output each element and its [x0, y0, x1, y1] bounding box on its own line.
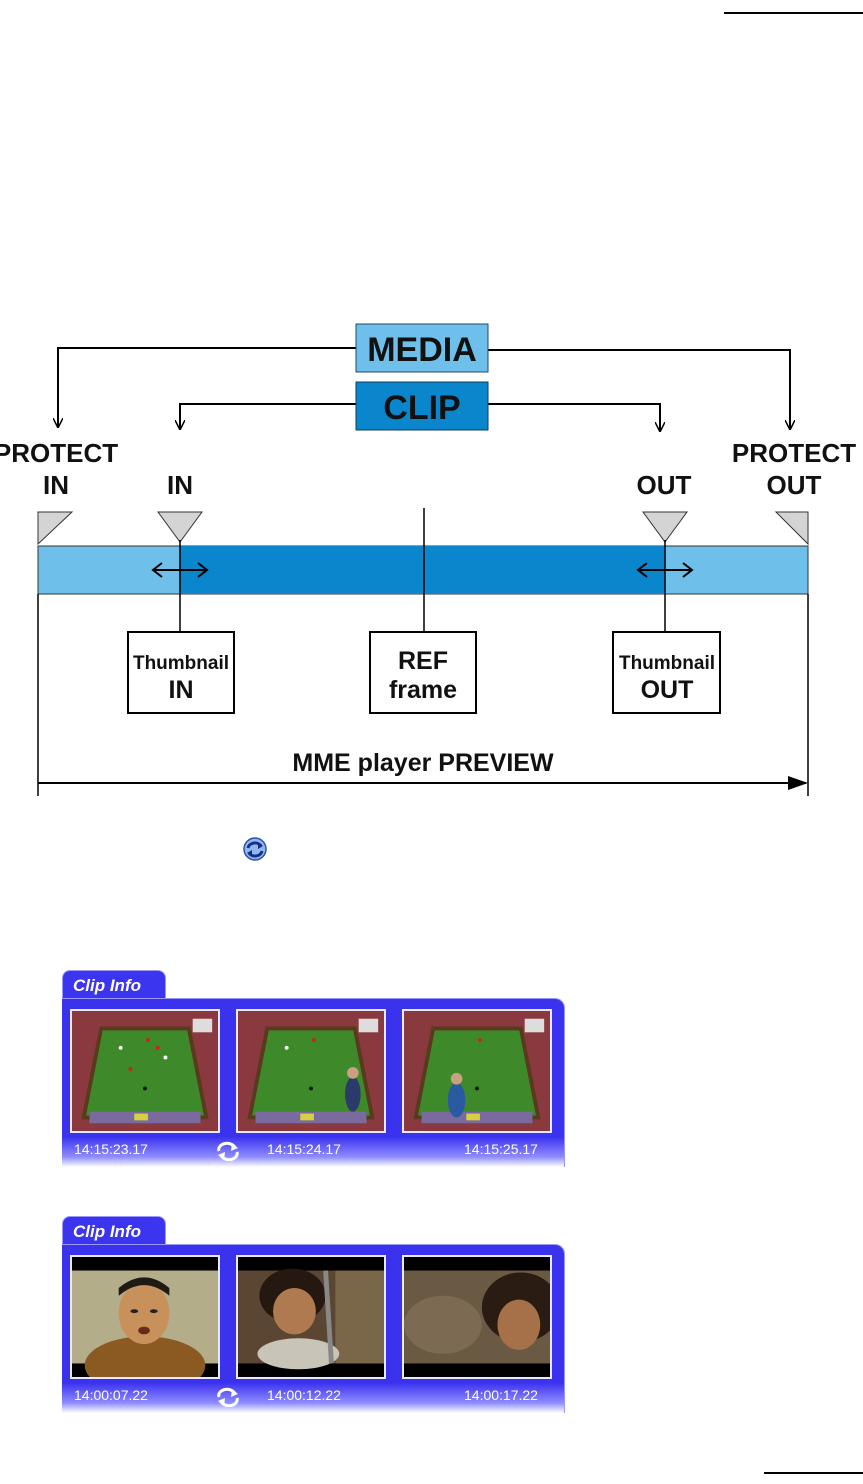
- clip-box: [355, 381, 489, 431]
- timecode-out: 14:00:17.22: [464, 1387, 538, 1403]
- loop-arrows-icon[interactable]: [214, 1141, 242, 1161]
- protect-out-label-line1: PROTECT: [732, 438, 856, 468]
- thumbnail-in-snooker[interactable]: [70, 1009, 220, 1133]
- clip-info-body-1: 14:15:23.17 14:15:24.17 14:15:25.17: [62, 998, 565, 1167]
- clip-connector-right: [488, 403, 660, 430]
- timecode-in: 14:15:23.17: [74, 1141, 148, 1157]
- thumbnail-out-line1: Thumbnail: [619, 653, 715, 674]
- clip-info-panel-2: Clip Info: [62, 1216, 566, 1416]
- protect-out-marker: [774, 511, 809, 546]
- clip-info-tab-1[interactable]: Clip Info: [62, 970, 166, 1001]
- media-clip-diagram: MEDIA CLIP PROTECT IN IN OUT PROTECT OUT…: [0, 323, 856, 796]
- out-label: OUT: [637, 470, 692, 500]
- timecode-in: 14:00:07.22: [74, 1387, 148, 1403]
- out-marker: [642, 511, 688, 543]
- timecode-out: 14:15:25.17: [464, 1141, 538, 1157]
- media-connector-right: [488, 349, 790, 428]
- thumbnail-ref-portrait[interactable]: [236, 1255, 386, 1379]
- in-label: IN: [167, 470, 193, 500]
- out-adjust-arrows: [636, 562, 694, 578]
- ref-line2: frame: [389, 676, 457, 704]
- media-connector-left: [58, 347, 356, 426]
- thumbnail-out-portrait[interactable]: [402, 1255, 552, 1379]
- clip-info-tab-2[interactable]: Clip Info: [62, 1216, 166, 1247]
- thumbnail-in-line1: Thumbnail: [133, 653, 229, 674]
- clip-connector-left: [180, 403, 356, 428]
- loop-arrows-icon: [243, 837, 267, 861]
- timecode-ref: 14:00:12.22: [267, 1387, 341, 1403]
- thumbnail-ref-snooker[interactable]: [236, 1009, 386, 1133]
- header-rule: [724, 12, 863, 14]
- thumbnail-out-line2: OUT: [641, 676, 694, 704]
- thumbnail-out-box: [612, 631, 721, 714]
- protect-in-label-line1: PROTECT: [0, 438, 118, 468]
- preview-label: MME player PREVIEW: [292, 749, 554, 777]
- media-label: MEDIA: [367, 331, 477, 369]
- protect-in-label-line2: IN: [43, 470, 69, 500]
- clip-info-tab-label: Clip Info: [73, 976, 141, 995]
- media-box: [355, 323, 489, 373]
- in-marker: [157, 511, 203, 543]
- footer-rule: [764, 1472, 863, 1474]
- loop-arrows-icon[interactable]: [214, 1387, 242, 1407]
- clip-bar: [180, 546, 665, 594]
- ref-frame-box: [369, 631, 477, 714]
- timecode-ref: 14:15:24.17: [267, 1141, 341, 1157]
- thumbnail-in-portrait[interactable]: [70, 1255, 220, 1379]
- thumbnail-out-snooker[interactable]: [402, 1009, 552, 1133]
- clip-info-panel-1: Clip Info: [62, 970, 566, 1170]
- clip-info-tab-label: Clip Info: [73, 1222, 141, 1241]
- clip-label: CLIP: [383, 389, 460, 427]
- clip-info-body-2: 14:00:07.22 14:00:12.22 14:00:17.22: [62, 1244, 565, 1413]
- thumbnail-in-line2: IN: [169, 676, 194, 704]
- protect-in-marker: [37, 511, 74, 546]
- ref-line1: REF: [398, 647, 448, 675]
- protect-out-label-line2: OUT: [767, 470, 822, 500]
- thumbnail-in-box: [127, 631, 235, 714]
- in-adjust-arrows: [151, 562, 209, 578]
